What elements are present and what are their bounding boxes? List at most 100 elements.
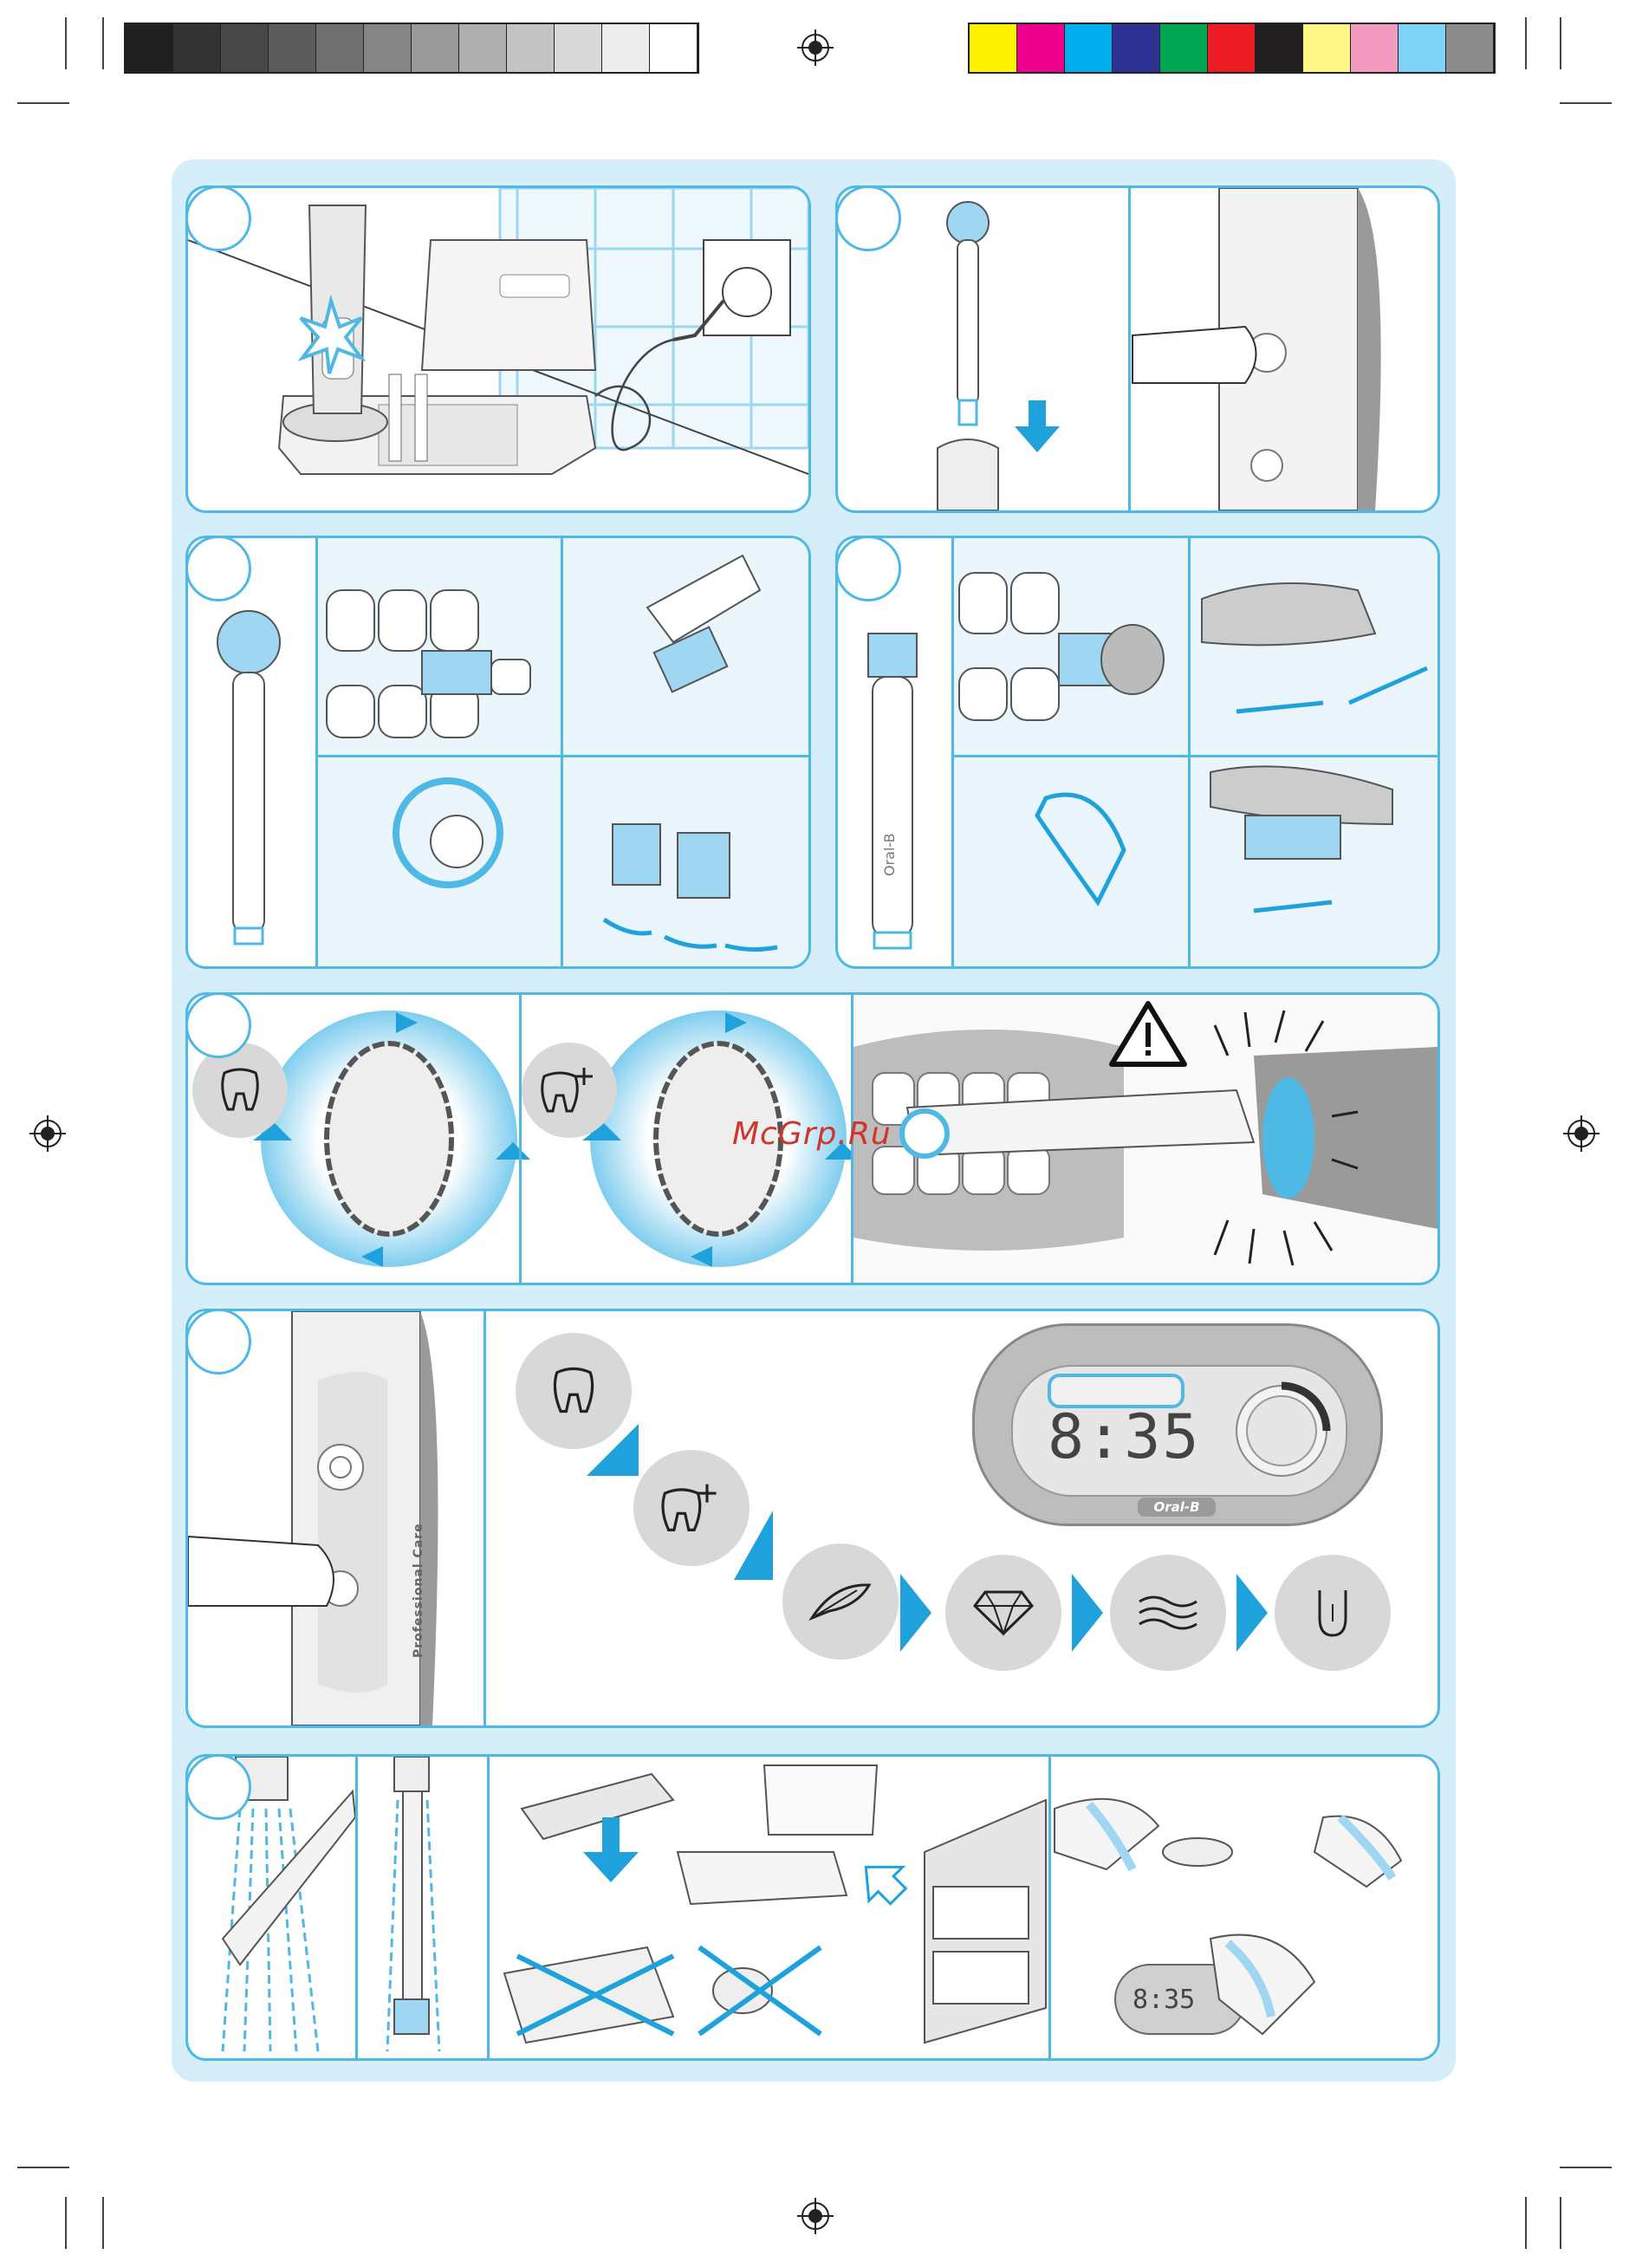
mode-whitening-button[interactable] bbox=[945, 1555, 1061, 1671]
registration-mark bbox=[1563, 1115, 1600, 1152]
colour-swatch bbox=[1446, 24, 1494, 72]
grey-swatch bbox=[173, 24, 221, 72]
panel-divider bbox=[484, 1311, 486, 1725]
panel-divider bbox=[951, 755, 1438, 757]
panel-divider bbox=[487, 1757, 490, 2058]
handle-illustration bbox=[188, 1311, 484, 1725]
registration-mark bbox=[797, 2198, 834, 2234]
grey-swatch bbox=[650, 24, 698, 72]
handle-label: Professional Care bbox=[412, 1523, 425, 1658]
panel-divider bbox=[355, 1757, 358, 2058]
colour-swatch bbox=[970, 24, 1017, 72]
quadrant-timer-panel: McGrp.Ru bbox=[185, 992, 1440, 1285]
crop-mark bbox=[102, 17, 104, 69]
grey-swatch bbox=[507, 24, 555, 72]
tooth-plus-icon bbox=[539, 1064, 600, 1116]
colour-swatch bbox=[1065, 24, 1113, 72]
round-brush-technique-panel bbox=[185, 536, 811, 969]
cleaning-panel: 8:35 bbox=[185, 1754, 1440, 2061]
wave-icon bbox=[1138, 1593, 1198, 1633]
display-brand: Oral-B bbox=[1138, 1498, 1216, 1517]
charging-illustration bbox=[188, 188, 808, 510]
crop-mark bbox=[102, 2197, 104, 2249]
grey-swatch bbox=[316, 24, 364, 72]
grey-swatch bbox=[221, 24, 269, 72]
grey-swatch bbox=[602, 24, 650, 72]
grey-swatch bbox=[459, 24, 507, 72]
crop-mark bbox=[17, 102, 69, 104]
step-number-circle bbox=[185, 1754, 251, 1820]
step-number-circle bbox=[835, 185, 901, 251]
brush-head-label: Oral-B bbox=[881, 833, 898, 876]
panel-divider bbox=[951, 538, 954, 966]
charging-panel bbox=[185, 185, 811, 513]
crop-mark bbox=[65, 17, 67, 69]
panel-divider bbox=[1128, 188, 1131, 510]
panel-divider bbox=[315, 538, 318, 966]
colour-swatch bbox=[1160, 24, 1208, 72]
grey-swatch bbox=[126, 24, 173, 72]
feather-icon bbox=[808, 1580, 873, 1623]
attach-brush-illustration bbox=[838, 188, 1438, 510]
next-arrow bbox=[587, 1424, 639, 1476]
next-arrow bbox=[900, 1574, 931, 1652]
colour-swatch bbox=[1208, 24, 1256, 72]
crop-mark bbox=[1560, 2197, 1561, 2249]
grey-swatch bbox=[269, 24, 316, 72]
colour-swatch bbox=[1303, 24, 1351, 72]
crop-mark bbox=[17, 2167, 69, 2168]
tooth-plus-icon bbox=[659, 1480, 724, 1536]
step-number-circle bbox=[185, 1309, 251, 1374]
colour-swatch bbox=[1399, 24, 1446, 72]
panel-divider bbox=[561, 538, 563, 966]
next-arrow bbox=[1072, 1574, 1103, 1652]
colour-swatch bbox=[1351, 24, 1399, 72]
crop-mark bbox=[65, 2197, 67, 2249]
step-number-circle bbox=[185, 185, 251, 251]
panel-divider bbox=[519, 995, 522, 1283]
step-number-circle bbox=[835, 536, 901, 601]
tooth-icon bbox=[546, 1363, 601, 1419]
crop-mark bbox=[1560, 2167, 1612, 2168]
sensitive-brush-technique-panel: Oral-B bbox=[835, 536, 1440, 969]
mode-massage-button[interactable] bbox=[1110, 1555, 1226, 1671]
crop-mark bbox=[1525, 2197, 1527, 2249]
crop-mark bbox=[1560, 102, 1612, 104]
cleaning-illustration: 8:35 bbox=[188, 1757, 1438, 2058]
mode-tongue-clean-button[interactable] bbox=[1275, 1555, 1391, 1671]
mode-pro-clean-button[interactable] bbox=[633, 1450, 750, 1566]
step-number-circle bbox=[185, 536, 251, 601]
mode-sensitive-button[interactable] bbox=[782, 1543, 899, 1660]
next-arrow bbox=[1236, 1574, 1268, 1652]
next-arrow bbox=[734, 1511, 773, 1580]
mode-selection-panel: Professional Care 8:35 Oral-B bbox=[185, 1309, 1440, 1728]
display-screen: 8:35 bbox=[1011, 1365, 1347, 1497]
watermark: McGrp.Ru bbox=[732, 1116, 892, 1152]
tongue-icon bbox=[1313, 1587, 1353, 1639]
tooth-mode-badge bbox=[192, 1043, 288, 1138]
sensitive-brush-illustration: Oral-B bbox=[838, 538, 1438, 966]
cmyk-colour-bar bbox=[968, 23, 1496, 74]
timer-ring bbox=[1230, 1379, 1334, 1483]
colour-swatch bbox=[1256, 24, 1303, 72]
attach-brush-panel bbox=[835, 185, 1440, 513]
step-number-circle bbox=[185, 992, 251, 1058]
tooth-icon bbox=[214, 1064, 266, 1116]
panel-divider bbox=[1048, 1757, 1051, 2058]
mini-display-time: 8:35 bbox=[1133, 1985, 1195, 2015]
diamond-icon bbox=[973, 1589, 1034, 1637]
grey-swatch bbox=[555, 24, 602, 72]
panel-divider bbox=[315, 755, 808, 757]
registration-mark bbox=[797, 29, 834, 66]
tooth-plus-mode-badge bbox=[522, 1043, 617, 1138]
crop-mark bbox=[1560, 17, 1561, 69]
colour-swatch bbox=[1017, 24, 1065, 72]
panel-divider bbox=[1188, 538, 1191, 966]
grey-swatch bbox=[364, 24, 412, 72]
round-brush-illustration bbox=[188, 538, 808, 966]
crop-mark bbox=[1525, 17, 1527, 69]
grey-swatch bbox=[412, 24, 459, 72]
colour-swatch bbox=[1113, 24, 1160, 72]
grey-colour-bar bbox=[124, 23, 699, 74]
smart-display: 8:35 Oral-B bbox=[972, 1323, 1383, 1526]
